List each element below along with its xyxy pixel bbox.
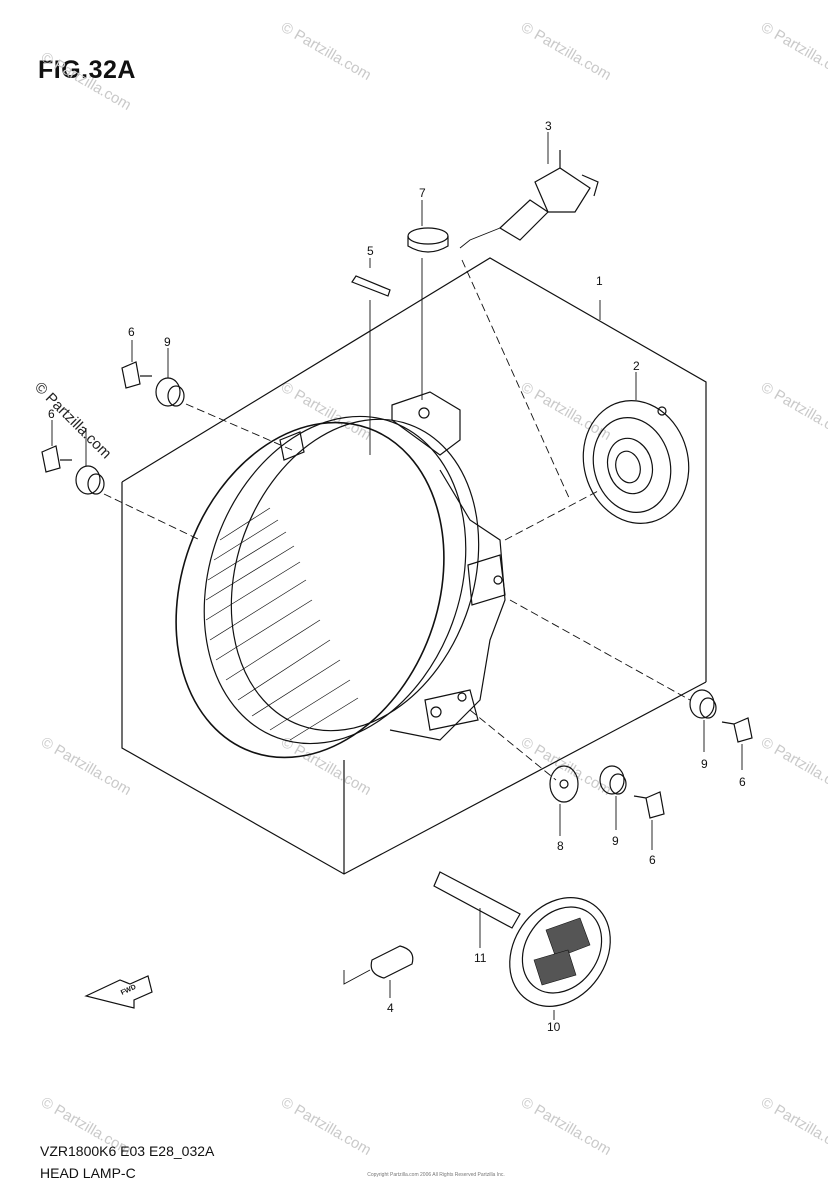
copyright-notice: Copyright Partzilla.com 2006 All Rights … — [367, 1172, 505, 1178]
watermark: © Partzilla.com — [758, 19, 828, 84]
headlamp-unit — [175, 391, 506, 759]
fwd-arrow-icon — [84, 975, 153, 1009]
socket-cover-part-2 — [582, 400, 690, 524]
callout-6: 6 — [649, 853, 656, 867]
band-part-5 — [351, 275, 391, 297]
watermark: © Partzilla.com — [278, 1094, 374, 1159]
watermark: © Partzilla.com — [38, 734, 134, 799]
callout-3: 3 — [545, 119, 552, 133]
small-bulb-part-4 — [370, 945, 414, 979]
callout-7: 7 — [419, 186, 426, 200]
callout-6: 6 — [739, 775, 746, 789]
bulb-part-3 — [499, 150, 599, 241]
grommet-part-9-upper-left — [155, 377, 185, 407]
bolt-part-6-upper-left — [121, 361, 152, 389]
dashed-assembly-lines — [103, 259, 691, 781]
bolt-part-6-lower-left — [41, 445, 72, 473]
callout-9: 9 — [701, 757, 708, 771]
figure-title: FIG.32A — [38, 56, 136, 84]
watermark: © Partzilla.com — [518, 19, 614, 84]
leader-lines — [51, 132, 743, 1020]
callout-8: 8 — [557, 839, 564, 853]
bolt-part-6-upper-right — [721, 717, 753, 743]
reflector-part-10 — [509, 897, 611, 1007]
watermark: © Partzilla.com — [38, 49, 134, 114]
callout-9: 9 — [612, 834, 619, 848]
watermark: © Partzilla.com — [31, 379, 114, 462]
callout-9: 9 — [164, 335, 171, 349]
grommet-part-9-lower-left — [75, 465, 105, 495]
callout-10: 10 — [547, 1020, 561, 1034]
grommet-part-7 — [407, 227, 449, 253]
grommet-part-9-upper-right — [689, 689, 717, 719]
washer-part-8 — [549, 765, 579, 803]
assembly-box-outline — [121, 257, 707, 875]
watermark: © Partzilla.com — [758, 379, 828, 444]
watermark: © Partzilla.com — [758, 1094, 828, 1159]
callout-2: 2 — [633, 359, 640, 373]
callout-1: 1 — [596, 274, 603, 288]
watermark: © Partzilla.com — [278, 734, 374, 799]
bolt-part-6-lower-right — [633, 791, 665, 819]
watermark: © Partzilla.com — [278, 19, 374, 84]
figure-name: HEAD LAMP-C — [40, 1165, 136, 1181]
rod-part-11 — [433, 871, 521, 929]
callout-4: 4 — [387, 1001, 394, 1015]
watermark: © Partzilla.com — [758, 734, 828, 799]
lens-pattern — [205, 507, 359, 741]
grommet-part-9-lower-right — [599, 765, 627, 795]
callout-6: 6 — [48, 407, 55, 421]
figure-code: VZR1800K6 E03 E28_032A — [40, 1143, 215, 1159]
callout-5: 5 — [367, 244, 374, 258]
callout-11: 11 — [474, 951, 487, 965]
watermark: © Partzilla.com — [518, 1094, 614, 1159]
callout-6: 6 — [128, 325, 135, 339]
